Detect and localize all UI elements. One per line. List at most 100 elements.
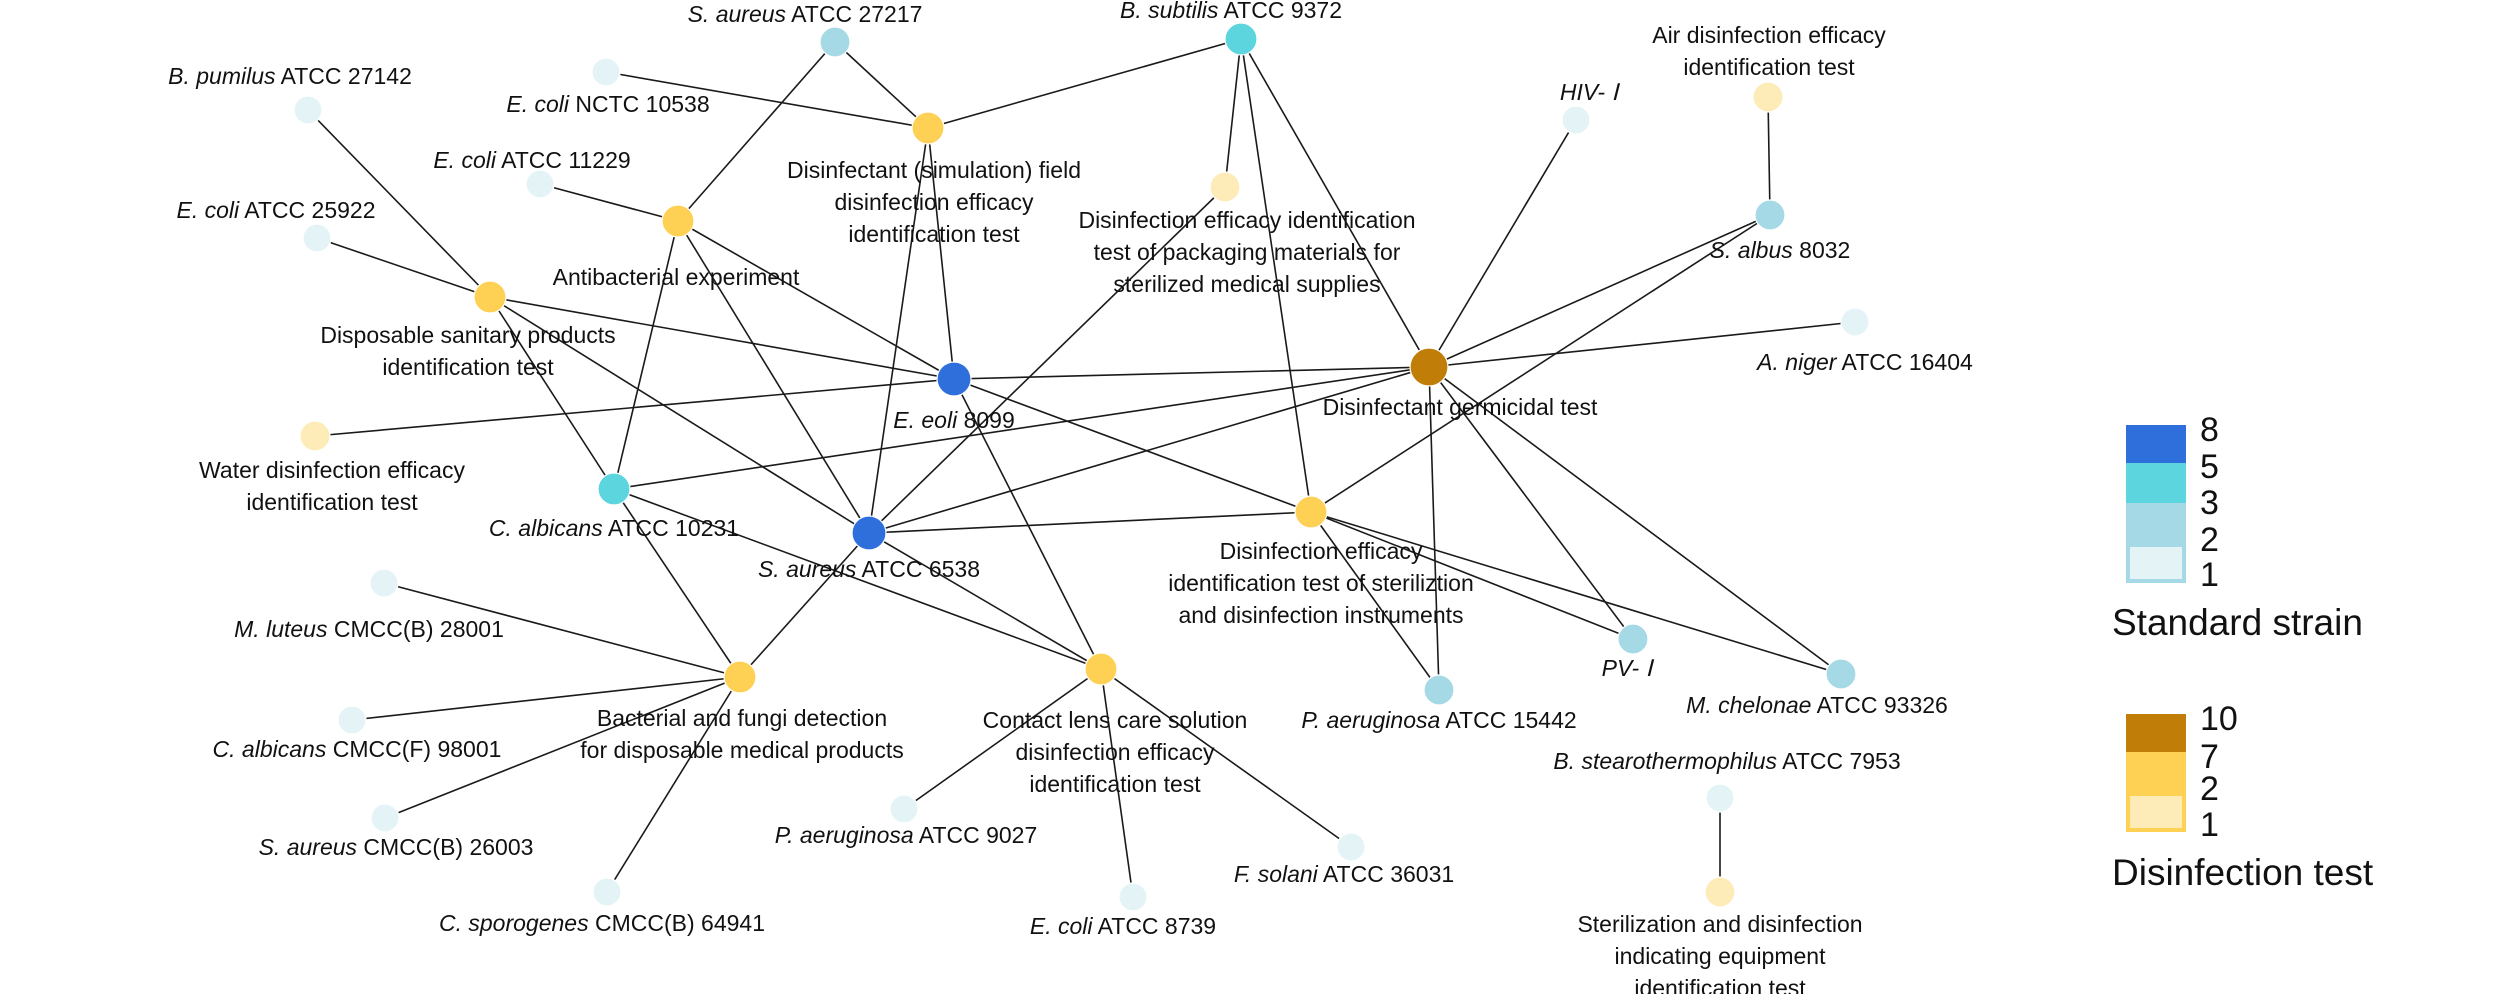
node-t_germ[interactable] [1409,347,1449,387]
node-hiv[interactable] [1561,105,1591,135]
node-label-segment: E. eoli [893,407,958,433]
node-m_lut[interactable] [369,568,399,598]
node-label-segment: CMCC(B) 64941 [589,910,765,936]
edge-b_pum-t_dispo [307,109,491,298]
legend-test-swatch-10 [2126,714,2186,752]
node-t_air[interactable] [1752,81,1784,113]
node-t_steril[interactable] [1704,876,1736,908]
node-label-hiv: HIV- Ⅰ [1560,79,1621,105]
node-label-segment: disinfection efficacy [834,189,1034,215]
node-pv[interactable] [1617,623,1649,655]
node-label-segment: identification test [382,354,554,380]
node-b_pum[interactable] [293,95,323,125]
node-label-segment: S. albus [1710,237,1794,263]
node-s_aur27217[interactable] [819,26,851,58]
edge-s_aur27217-t_field [834,41,929,129]
node-e_col8099[interactable] [936,361,972,397]
legend-test-swatch-7 [2126,752,2186,760]
node-s_aur26003[interactable] [370,803,400,833]
node-label-a_nig: A. niger ATCC 16404 [1755,349,1973,375]
node-label-segment: ATCC 9027 [914,822,1038,848]
node-label-segment: ATCC 25922 [239,197,375,223]
node-label-segment: Disinfection efficacy [1220,538,1423,564]
edge-e_col25922-t_dispo [316,237,491,298]
node-a_nig[interactable] [1840,307,1870,337]
node-label-segment: ATCC 93326 [1811,692,1947,718]
legend-strain-swatch-2 [2126,503,2186,543]
node-s_aur6538[interactable] [851,515,887,551]
edge-t_germ-m_che [1428,366,1842,675]
node-t_field[interactable] [911,111,945,145]
node-label-segment: B. pumilus [168,63,276,89]
node-label-segment: identification test [1029,771,1201,797]
edge-m_lut-t_bact [383,582,741,678]
node-c_albF[interactable] [337,705,367,735]
node-t_instr[interactable] [1294,495,1328,529]
legend-strain-swatch-5 [2126,463,2186,471]
edge-e_col8099-t_germ [953,366,1430,380]
node-label-segment: ATCC 8739 [1093,913,1217,939]
edge-b_sub9372-t_instr [1240,38,1312,513]
node-t_bact[interactable] [723,660,757,694]
edge-t_water-e_col8099 [314,378,955,437]
node-label-segment: ATCC 36031 [1318,861,1454,887]
node-p_aer9027[interactable] [889,794,919,824]
edge-t_lens-f_sol [1100,668,1352,848]
edge-s_aur6538-t_instr [868,511,1312,534]
edge-s_aur6538-t_bact [739,532,870,678]
node-t_lens[interactable] [1084,652,1118,686]
node-label-segment: C. albicans [489,515,603,541]
node-label-segment: Disinfectant germicidal test [1323,394,1598,420]
edge-t_anti-e_col8099 [677,220,955,380]
edge-t_lens-e_col8739 [1100,668,1134,898]
node-e_col8739[interactable] [1118,882,1148,912]
legend-strain-title: Standard strain [2112,602,2363,643]
node-c_alb10231[interactable] [597,472,631,506]
edge-s_aur27217-t_anti [677,41,836,222]
node-label-segment: CMCC(F) 98001 [326,736,501,762]
node-label-segment: Disposable sanitary products [320,322,615,348]
node-label-segment: C. albicans [213,736,327,762]
edge-t_air-s_alb [1767,96,1771,216]
node-t_pack[interactable] [1209,171,1241,203]
node-label-segment: identification test [246,489,418,515]
node-e_col25922[interactable] [302,223,332,253]
edge-s_alb-t_instr [1310,214,1771,513]
edge-hiv-t_germ [1428,119,1577,368]
node-label-segment: identification test [848,221,1020,247]
node-label-m_che: M. chelonae ATCC 93326 [1686,692,1948,718]
node-t_dispo[interactable] [473,280,507,314]
node-label-segment: Sterilization and disinfection [1577,911,1862,937]
node-label-p_aer9027: P. aeruginosa ATCC 9027 [775,822,1038,848]
edge-s_alb-t_germ [1428,214,1771,368]
node-label-s_aur26003: S. aureus CMCC(B) 26003 [259,834,534,860]
legend-strain-value-2: 2 [2200,521,2219,559]
node-c_spo[interactable] [592,877,622,907]
node-e_col11229[interactable] [525,169,555,199]
node-label-segment: B. subtilis [1120,0,1219,23]
node-label-segment: C. sporogenes [439,910,589,936]
node-label-segment: Contact lens care solution [983,707,1248,733]
edge-t_instr-pv [1310,511,1634,640]
edge-layer [307,38,1856,898]
legend-test-swatch-2 [2126,760,2186,792]
node-t_water[interactable] [299,420,331,452]
node-m_che[interactable] [1825,658,1857,690]
edge-b_sub9372-t_field [927,38,1242,129]
node-f_sol[interactable] [1336,832,1366,862]
node-layer [293,22,1870,912]
node-b_sub9372[interactable] [1224,22,1258,56]
node-label-s_alb: S. albus 8032 [1710,237,1851,263]
node-p_aer15442[interactable] [1423,674,1455,706]
node-b_ste[interactable] [1705,783,1735,813]
node-e_col10538[interactable] [591,57,621,87]
edge-t_dispo-s_aur6538 [489,296,870,534]
edge-t_lens-p_aer9027 [903,668,1102,810]
edge-t_dispo-e_col8099 [489,296,955,380]
node-label-segment: Water disinfection efficacy [199,457,465,483]
node-t_anti[interactable] [661,204,695,238]
node-s_alb[interactable] [1754,199,1786,231]
